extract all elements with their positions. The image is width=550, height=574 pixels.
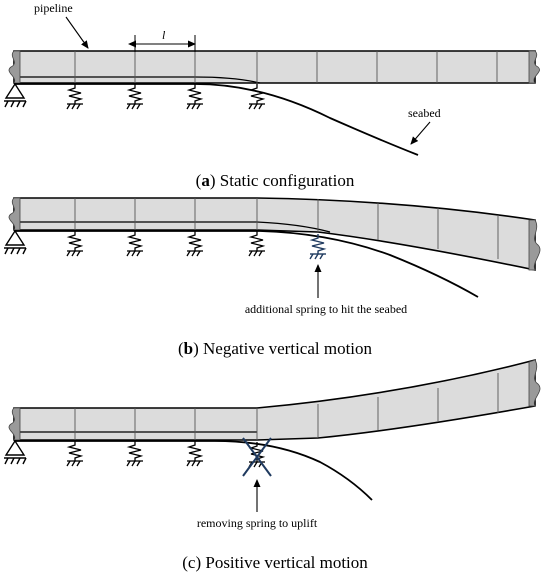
pipeline-body: [13, 50, 536, 84]
pipeline-body: [13, 197, 536, 271]
seabed-line: [14, 440, 373, 501]
seabed-spring: [248, 84, 266, 110]
caption-c: (c) Positive vertical motion: [182, 553, 368, 572]
pipe-end-left: [8, 197, 21, 231]
panel-b: additional spring to hit the seabed (b) …: [4, 197, 541, 358]
pipe-end-right: [528, 219, 541, 271]
annotation-label: additional spring to hit the seabed: [245, 302, 407, 316]
element-dividers: [74, 198, 499, 259]
pipeline-label: pipeline: [34, 1, 73, 15]
seabed-arrow: [410, 121, 431, 145]
pipe-end-right: [528, 50, 540, 84]
seabed-spring: [126, 231, 144, 257]
pin-support: [4, 82, 27, 108]
seabed-line: [14, 230, 479, 298]
caption-b: (b) Negative vertical motion: [178, 339, 373, 358]
pipe-end-left: [8, 50, 21, 84]
seabed-spring: [186, 231, 204, 257]
seabed-spring: [126, 84, 144, 110]
pin-support: [4, 229, 27, 255]
element-dividers: [74, 51, 498, 83]
seabed-line: [14, 83, 419, 156]
seabed-spring: [66, 231, 84, 257]
seabed-label: seabed: [408, 106, 441, 120]
pipeline-arrow: [65, 16, 89, 49]
panel-a: pipeline l seabed (a) Static configurati…: [4, 1, 540, 190]
removal-cross-icon: [242, 437, 272, 477]
pipe-end-right: [528, 359, 541, 407]
seabed-spring: [126, 441, 144, 467]
panel-c: removing spring to uplift (c) Positive v…: [4, 358, 541, 572]
pipe-inner-wall-curve: [194, 76, 261, 84]
seabed-spring: [248, 231, 266, 257]
element-length-label: l: [162, 28, 166, 42]
pipeline-body: [13, 358, 536, 441]
pin-support: [4, 439, 27, 465]
additional-spring: [309, 234, 327, 260]
seabed-spring: [186, 84, 204, 110]
annotation-label: removing spring to uplift: [197, 516, 318, 530]
seabed-spring: [66, 84, 84, 110]
pipe-inner-wall-curve: [256, 221, 331, 233]
seabed-spring: [66, 441, 84, 467]
caption-a: (a) Static configuration: [196, 171, 355, 190]
pipe-end-left: [8, 407, 21, 441]
seabed-spring: [186, 441, 204, 467]
element-dividers: [74, 373, 499, 440]
